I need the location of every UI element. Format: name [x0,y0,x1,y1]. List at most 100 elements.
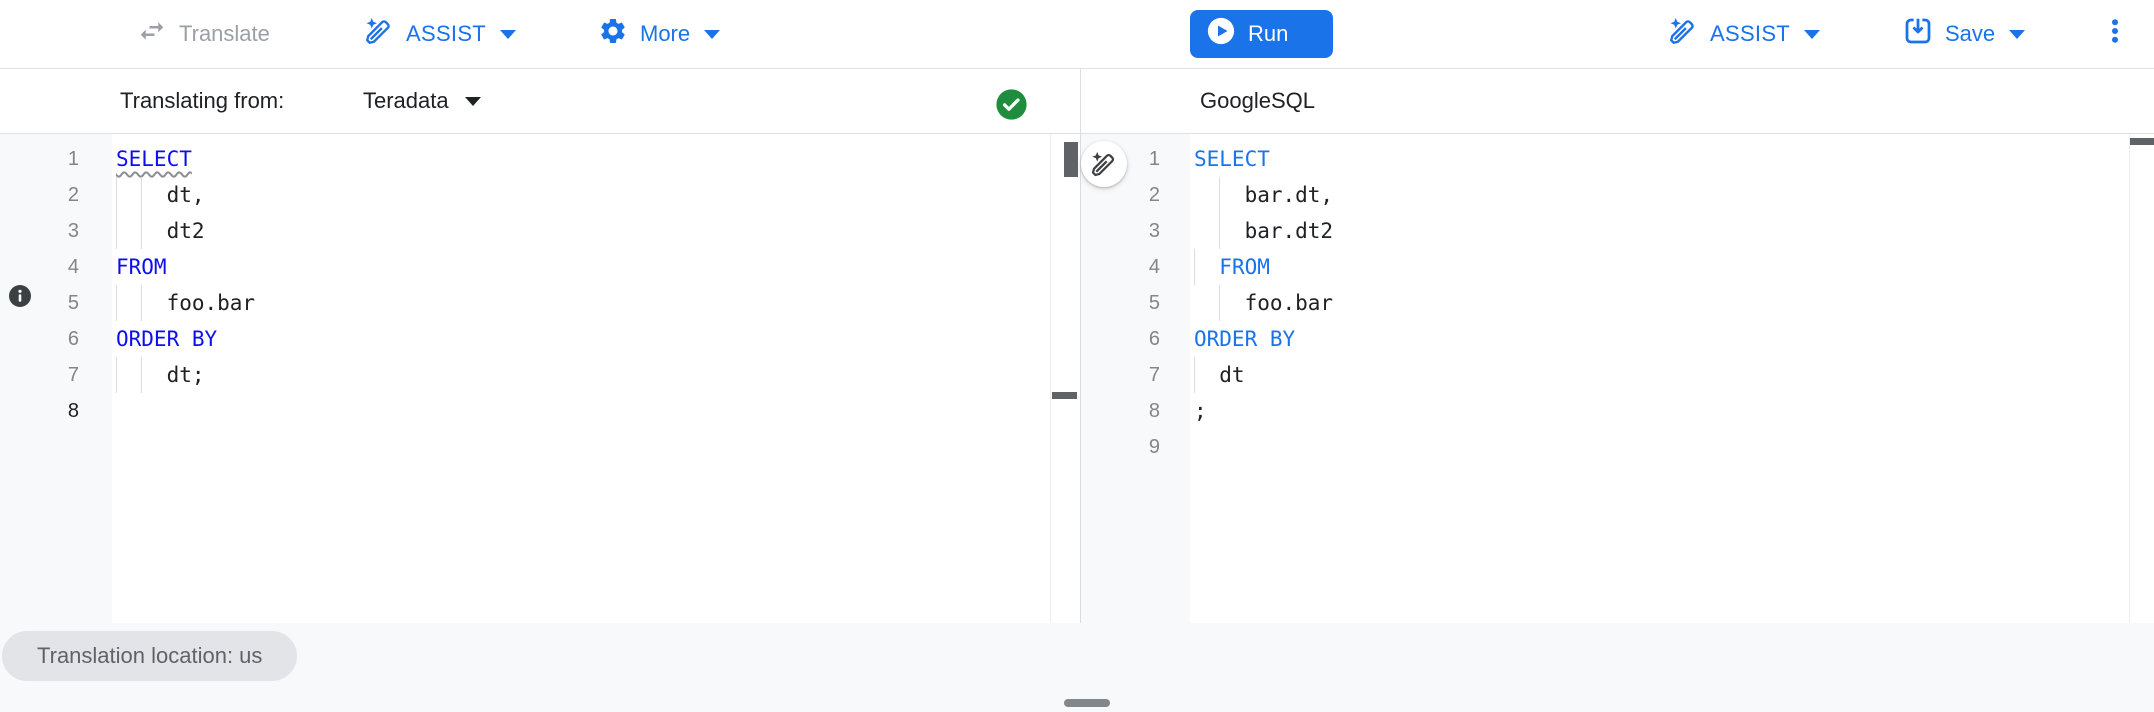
swap-arrows-icon [137,16,167,52]
save-menu[interactable]: Save [1903,0,2026,68]
scrollbar-track [1050,134,1051,623]
indent-guide [141,285,143,321]
assist-menu-left[interactable]: ASSIST [364,0,517,68]
line-number: 5 [1148,292,1160,314]
overflow-menu-button[interactable] [2098,0,2132,68]
line-number: 7 [1148,364,1160,386]
code-line[interactable]: 5 foo.bar [1081,285,2154,321]
code-content: ORDER BY [116,327,218,351]
dialect-value: Teradata [363,88,449,113]
target-pane-header: GoogleSQL [1081,69,2154,134]
more-label: More [640,21,691,46]
code-line[interactable]: 2 bar.dt, [1081,177,2154,213]
indent-guide [116,357,117,393]
chevron-down-icon [2009,29,2026,39]
code-content [1190,429,2154,465]
vertical-dots-icon [2100,16,2130,52]
code-line[interactable]: 2 dt, [0,177,1080,213]
line-number: 4 [1148,256,1160,278]
code-line[interactable]: 6 ORDER BY [0,321,1080,357]
line-number-gutter [1081,134,1190,623]
save-icon [1903,16,1933,52]
save-label: Save [1945,21,1996,46]
scrollbar-thumb[interactable] [1064,142,1078,177]
code-line[interactable]: 4 FROM [1081,249,2154,285]
code-content: foo.bar [112,285,1080,321]
source-dialect-select[interactable]: Teradata [363,69,481,133]
valid-check-icon [995,88,1028,121]
pen-spark-icon [364,16,394,52]
indent-guide [116,285,117,321]
code-content: FROM [116,255,167,279]
bottom-panel: Translation location: us [0,623,2154,712]
indent-guide [1219,285,1221,321]
code-line[interactable]: 1 SELECT [0,141,1080,177]
translation-location-chip: Translation location: us [2,631,298,681]
code-line[interactable]: 3 dt2 [0,213,1080,249]
code-line[interactable]: 8 [0,393,1080,429]
code-content: SELECT [116,147,192,171]
line-number: 2 [67,184,79,206]
code-line[interactable]: 7 dt [1081,357,2154,393]
code-content: dt2 [112,213,1080,249]
indent-guide [1219,177,1221,213]
translating-from-label: Translating from: [120,88,285,113]
pane-divider[interactable] [1080,69,1081,623]
code-line[interactable]: 3 bar.dt2 [1081,213,2154,249]
line-number: 4 [67,256,79,278]
line-number: 8 [1148,400,1160,422]
googlesql-label: GoogleSQL [1200,88,1315,113]
translate-button[interactable]: Translate [137,0,270,68]
code-line[interactable]: 7 dt; [0,357,1080,393]
run-label: Run [1248,21,1289,46]
code-content: ORDER BY [1194,327,1296,351]
assist-label: ASSIST [406,21,487,46]
assist-label: ASSIST [1710,21,1791,46]
line-number: 7 [67,364,79,386]
line-number: 3 [1148,220,1160,242]
code-content: foo.bar [1190,285,2154,321]
indent-guide [1219,213,1221,249]
indent-guide [116,177,117,213]
play-circle-icon [1206,16,1236,52]
scrollbar-thumb[interactable] [2130,138,2154,145]
assist-menu-right[interactable]: ASSIST [1668,0,1821,68]
code-content: dt; [112,357,1080,393]
indent-guide [116,213,117,249]
code-content: ; [1194,399,1207,423]
run-button[interactable]: Run [1190,10,1333,58]
top-toolbar: Translate ASSIST More Run [0,0,2154,69]
code-content: dt, [112,177,1080,213]
indent-guide [141,357,143,393]
code-line[interactable]: 4 FROM [0,249,1080,285]
code-line[interactable]: 5 foo.bar [0,285,1080,321]
code-content [112,393,1080,429]
line-number: 9 [1148,436,1160,458]
gear-icon [598,16,628,52]
line-number: 5 [67,292,79,314]
line-number-gutter [0,134,112,623]
scrollbar-cursor-marker [1052,392,1077,399]
code-content: bar.dt2 [1190,213,2154,249]
code-content: bar.dt, [1190,177,2154,213]
line-number: 6 [67,328,79,350]
assist-pencil-button[interactable] [1081,141,1127,187]
line-number: 1 [1148,148,1160,170]
panel-resize-handle[interactable] [1064,699,1110,707]
code-line[interactable]: 8; [1081,393,2154,429]
info-icon[interactable] [8,284,32,308]
scrollbar-track [2129,134,2130,623]
chevron-down-icon [500,29,517,39]
pen-spark-icon [1668,16,1698,52]
line-number: 3 [67,220,79,242]
code-line[interactable]: 9 [1081,429,2154,465]
indent-guide [1194,249,1195,285]
chevron-down-icon [1804,29,1821,39]
line-number: 1 [67,148,79,170]
line-number: 2 [1148,184,1160,206]
more-menu[interactable]: More [598,0,721,68]
